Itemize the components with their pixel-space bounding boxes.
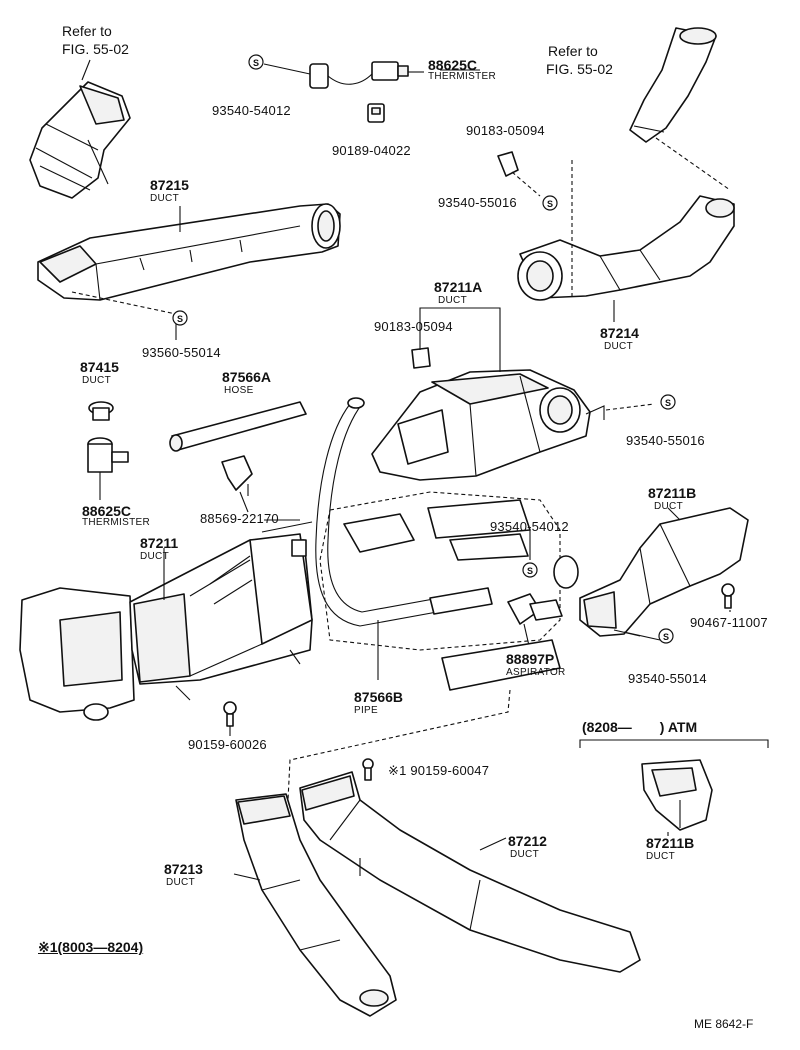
refer-right-line1: Refer to xyxy=(548,43,598,59)
leader-lines xyxy=(163,69,731,881)
part-name-duct-87213: DUCT xyxy=(166,877,195,888)
part-number-93540-55014: 93540-55014 xyxy=(628,671,707,686)
screw-90159-60026 xyxy=(223,701,237,727)
pipe-87566b xyxy=(315,397,493,680)
part-name-hose-87566a: HOSE xyxy=(224,385,254,396)
thermister-88625c-top xyxy=(263,61,424,89)
part-name-duct-87215: DUCT xyxy=(150,193,179,204)
part-number-87211: 87211 xyxy=(140,535,179,551)
bolt-90467-11007 xyxy=(721,583,735,609)
washer-symbol-93560-55014: S xyxy=(172,310,188,326)
part-number-87211b-bottom: 87211B xyxy=(646,835,695,851)
part-name-duct-87211b-top: DUCT xyxy=(654,501,683,512)
refer-left-line2: FIG. 55-02 xyxy=(62,41,129,57)
duct-87211a xyxy=(371,369,655,481)
part-number-93560-55014: 93560-55014 xyxy=(142,345,221,360)
duct-87215 xyxy=(37,203,341,315)
duct-87415 xyxy=(88,401,114,421)
refer-right-line2: FIG. 55-02 xyxy=(546,61,613,77)
washer-symbol-93540-55016-mid: S xyxy=(660,394,676,410)
screw-90159-60047 xyxy=(362,758,374,781)
washer-symbol-93540-55014: S xyxy=(658,628,674,644)
thermister-88625c-mid xyxy=(87,437,129,500)
page-code: ME 8642-F xyxy=(694,1017,754,1031)
washer-symbol-93540-54012-top: S xyxy=(248,54,264,70)
part-number-87566a: 87566A xyxy=(222,369,272,385)
heater-unit-outline xyxy=(319,491,579,651)
duct-fragment-top-right xyxy=(629,27,731,191)
part-name-duct-87211b-bottom: DUCT xyxy=(646,851,675,862)
part-name-duct-87211: DUCT xyxy=(140,551,169,562)
footnote-range: ※1(8003—8204) xyxy=(38,939,144,955)
svg-text:S: S xyxy=(253,58,259,68)
part-number-87213: 87213 xyxy=(164,861,203,877)
duct-87211b-bottom xyxy=(641,759,713,831)
clip-90183-05094-mid xyxy=(411,347,431,369)
atm-range-label: (8208— ) ATM xyxy=(582,719,698,735)
duct-87211b-top xyxy=(579,507,749,637)
clip-90189-04022 xyxy=(367,103,385,123)
part-number-90467-11007: 90467-11007 xyxy=(690,615,768,630)
duct-87214 xyxy=(517,195,735,322)
part-number-93540-55016-top: 93540-55016 xyxy=(438,195,517,210)
aspirator-88897p xyxy=(287,593,563,801)
part-number-87566b: 87566B xyxy=(354,689,404,705)
part-number-88625c-mid: 88625C xyxy=(82,503,132,519)
clip-90183-05094-top xyxy=(497,151,573,300)
part-name-duct-87214: DUCT xyxy=(604,341,633,352)
part-name-duct-87212: DUCT xyxy=(510,849,539,860)
part-name-duct-87415: DUCT xyxy=(82,375,111,386)
part-number-93540-54012-mid: 93540-54012 xyxy=(490,519,569,534)
svg-text:S: S xyxy=(665,398,671,408)
part-name-thermister-mid: THERMISTER xyxy=(82,517,150,528)
part-number-90159-60047: ※1 90159-60047 xyxy=(388,763,490,778)
part-number-90189-04022: 90189-04022 xyxy=(332,143,411,158)
atm-bracket xyxy=(579,739,769,748)
duct-fragment-top-left xyxy=(29,59,131,199)
part-name-aspirator: ASPIRATOR xyxy=(506,667,566,678)
washer-symbol-93540-55016-top: S xyxy=(542,195,558,211)
washer-symbols: S S S S S S xyxy=(172,54,676,644)
washer-symbol-93540-54012-mid: S xyxy=(522,562,538,578)
hose-87566a xyxy=(169,401,307,452)
duct-87213 xyxy=(235,793,397,1017)
part-number-87211b-top: 87211B xyxy=(648,485,697,501)
part-number-88625c-top: 88625C xyxy=(428,57,478,73)
duct-87211 xyxy=(19,521,313,721)
part-number-90183-05094-mid: 90183-05094 xyxy=(374,319,453,334)
part-number-87415: 87415 xyxy=(80,359,119,375)
duct-87212 xyxy=(299,771,641,973)
part-name-duct-87211a: DUCT xyxy=(438,295,467,306)
part-number-93540-54012-top: 93540-54012 xyxy=(212,103,291,118)
part-number-87212: 87212 xyxy=(508,833,547,849)
clip-88569-22170 xyxy=(221,455,253,513)
part-number-90183-05094-top: 90183-05094 xyxy=(466,123,545,138)
svg-text:S: S xyxy=(177,314,183,324)
part-name-thermister-top: THERMISTER xyxy=(428,71,496,82)
refer-left-line1: Refer to xyxy=(62,23,112,39)
part-number-93540-55016-mid: 93540-55016 xyxy=(626,433,705,448)
part-number-87215: 87215 xyxy=(150,177,189,193)
part-number-88897p: 88897P xyxy=(506,651,555,667)
svg-text:S: S xyxy=(663,632,669,642)
part-number-88569-22170: 88569-22170 xyxy=(200,511,279,526)
part-number-87211a: 87211A xyxy=(434,279,483,295)
svg-text:S: S xyxy=(527,566,533,576)
part-number-90159-60026: 90159-60026 xyxy=(188,737,267,752)
part-number-87214: 87214 xyxy=(600,325,639,341)
part-name-pipe-87566b: PIPE xyxy=(354,705,378,716)
svg-text:S: S xyxy=(547,199,553,209)
